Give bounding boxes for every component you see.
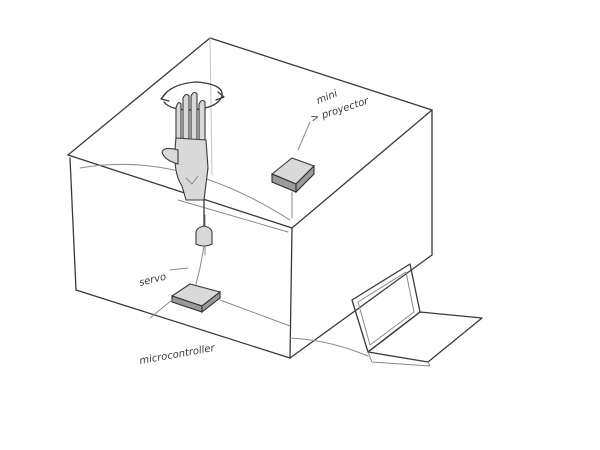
- box-outline: [68, 38, 432, 358]
- servo: [196, 200, 212, 284]
- laptop: [290, 264, 482, 366]
- mini-projector: [272, 158, 314, 218]
- microcontroller: [172, 284, 290, 326]
- label-servo: servo: [138, 272, 167, 289]
- label-microcontroller: microcontroller: [139, 343, 217, 367]
- label-projector-line1: mini: [315, 88, 339, 106]
